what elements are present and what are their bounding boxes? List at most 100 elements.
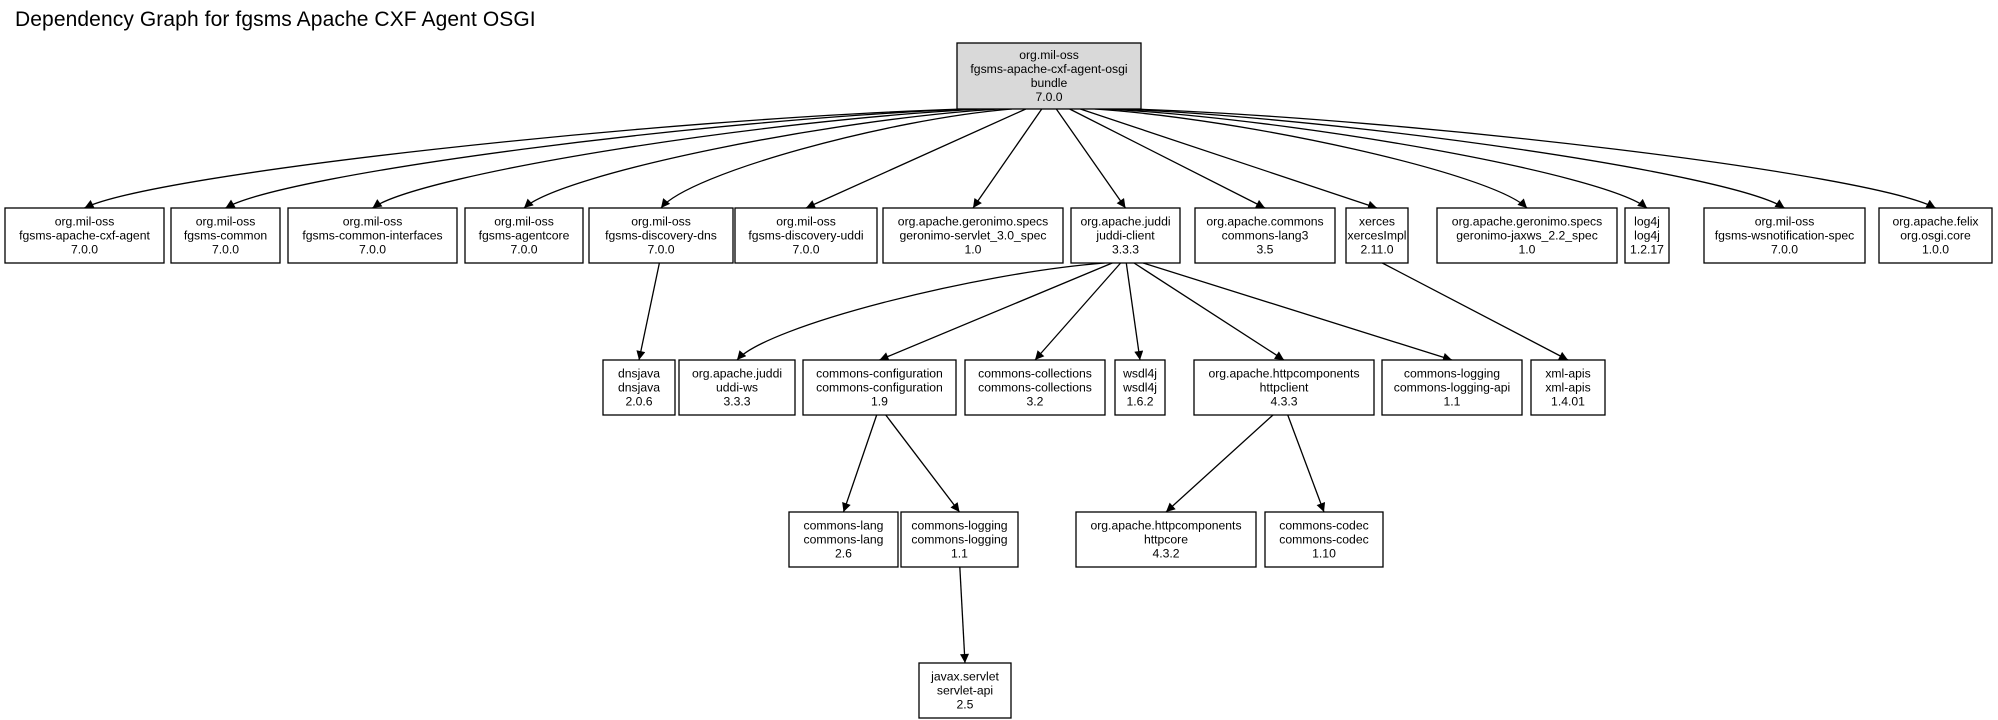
node-box xyxy=(1381,359,1523,416)
node-box xyxy=(734,207,878,264)
node-label-line: org.apache.geronimo.specs xyxy=(1452,215,1602,229)
node-box xyxy=(1114,359,1166,416)
node-box xyxy=(1075,511,1257,568)
node-label-line: wsdl4j xyxy=(1122,367,1157,381)
node-label-line: uddi-ws xyxy=(716,381,758,395)
edge-layer xyxy=(84,108,1936,664)
node-box xyxy=(1345,207,1409,264)
node-label-line: servlet-api xyxy=(937,684,993,698)
node-label-line: fgsms-wsnotification-spec xyxy=(1715,229,1855,243)
node-label-line: commons-logging-api xyxy=(1394,381,1511,395)
node-box xyxy=(918,662,1012,719)
node-box xyxy=(287,207,458,264)
node-label-line: 1.2.17 xyxy=(1630,243,1664,257)
edge-juddi-client-to-uddi-ws xyxy=(736,262,1105,361)
edge-root-to-servlet-spec xyxy=(972,108,1043,209)
node-label-line: org.mil-oss xyxy=(494,215,554,229)
edge-root-to-juddi-client xyxy=(1055,108,1127,209)
node-label-line: org.mil-oss xyxy=(1019,48,1079,62)
node-label-line: commons-configuration xyxy=(816,367,943,381)
node-box xyxy=(1193,359,1375,416)
node-label-line: org.mil-oss xyxy=(55,215,115,229)
node-label-line: commons-logging xyxy=(911,519,1007,533)
edge-discovery-dns-to-dnsjava xyxy=(636,262,661,361)
node-label-line: 3.3.3 xyxy=(1112,243,1139,257)
edge-root-to-xerces xyxy=(1080,108,1378,210)
node-label-line: commons-lang3 xyxy=(1222,229,1309,243)
node-label-line: commons-logging xyxy=(1404,367,1500,381)
node-label-line: xml-apis xyxy=(1545,381,1590,395)
node-label-line: 7.0.0 xyxy=(647,243,674,257)
node-box xyxy=(1624,207,1670,264)
node-label-line: log4j xyxy=(1634,215,1660,229)
edge-root-to-wsnotification xyxy=(1119,108,1785,209)
node-label-line: dnsjava xyxy=(618,381,660,395)
node-box xyxy=(1530,359,1606,416)
node-label-line: org.apache.commons xyxy=(1206,215,1323,229)
node-layer: org.mil-ossfgsms-apache-cxf-agent-osgibu… xyxy=(4,42,1993,719)
node-wsnotification: org.mil-ossfgsms-wsnotification-spec7.0.… xyxy=(1703,207,1866,264)
node-label-line: 3.3.3 xyxy=(723,395,750,409)
node-label-line: 2.5 xyxy=(957,698,974,712)
edge-root-to-common xyxy=(225,108,971,209)
node-label-line: 1.0 xyxy=(1519,243,1536,257)
node-label-line: xml-apis xyxy=(1545,367,1590,381)
node-label-line: wsdl4j xyxy=(1122,381,1157,395)
node-label-line: 2.0.6 xyxy=(625,395,652,409)
node-label-line: commons-collections xyxy=(978,367,1092,381)
node-label-line: org.mil-oss xyxy=(631,215,691,229)
edge-juddi-client-to-commons-configuration xyxy=(879,262,1113,361)
node-root: org.mil-ossfgsms-apache-cxf-agent-osgibu… xyxy=(956,42,1142,110)
node-label-line: javax.servlet xyxy=(930,670,999,684)
node-label-line: 7.0.0 xyxy=(1035,90,1062,104)
edge-root-to-cxf-agent xyxy=(84,108,964,209)
node-label-line: fgsms-apache-cxf-agent xyxy=(19,229,150,243)
node-label-line: org.apache.juddi xyxy=(692,367,782,381)
node-box xyxy=(1070,207,1181,264)
node-box xyxy=(602,359,676,416)
node-label-line: log4j xyxy=(1634,229,1660,243)
node-label-line: xercesImpl xyxy=(1348,229,1407,243)
edge-juddi-client-to-commons-logging-api xyxy=(1142,262,1453,362)
edge-juddi-client-to-commons-collections xyxy=(1034,262,1122,361)
node-label-line: 1.1 xyxy=(951,547,968,561)
node-box xyxy=(1436,207,1618,264)
node-box xyxy=(964,359,1106,416)
edge-httpclient-to-commons-codec xyxy=(1287,414,1326,513)
node-box xyxy=(678,359,796,416)
node-label-line: 3.5 xyxy=(1257,243,1274,257)
node-label-line: fgsms-apache-cxf-agent-osgi xyxy=(970,62,1127,76)
node-commons-configuration: commons-configurationcommons-configurati… xyxy=(802,359,957,416)
edge-root-to-osgi-core xyxy=(1133,108,1936,209)
node-label-line: 2.6 xyxy=(835,547,852,561)
node-label-line: juddi-client xyxy=(1095,229,1155,243)
node-box xyxy=(900,511,1019,568)
node-servlet-spec: org.apache.geronimo.specsgeronimo-servle… xyxy=(882,207,1064,264)
node-label-line: 1.10 xyxy=(1312,547,1336,561)
node-label-line: commons-collections xyxy=(978,381,1092,395)
node-label-line: fgsms-discovery-uddi xyxy=(748,229,863,243)
edge-root-to-agentcore xyxy=(523,108,999,209)
page-title: Dependency Graph for fgsms Apache CXF Ag… xyxy=(15,8,536,31)
node-jaxws-spec: org.apache.geronimo.specsgeronimo-jaxws_… xyxy=(1436,207,1618,264)
node-label-line: org.mil-oss xyxy=(343,215,403,229)
node-label-line: commons-codec xyxy=(1279,533,1368,547)
node-label-line: org.osgi.core xyxy=(1900,229,1971,243)
node-label-line: fgsms-common-interfaces xyxy=(302,229,442,243)
node-label-line: commons-configuration xyxy=(816,381,943,395)
edge-xerces-to-xml-apis xyxy=(1382,262,1569,361)
node-box xyxy=(788,511,899,568)
node-label-line: org.mil-oss xyxy=(1755,215,1815,229)
node-label-line: org.apache.juddi xyxy=(1080,215,1170,229)
node-label-line: 7.0.0 xyxy=(510,243,537,257)
node-label-line: dnsjava xyxy=(618,367,660,381)
